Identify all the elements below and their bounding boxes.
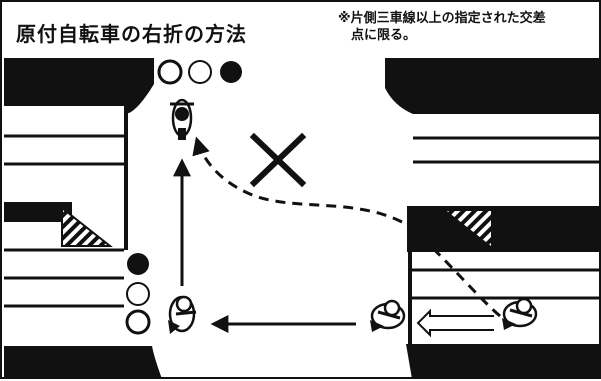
corner-left-mid [4,202,72,222]
note-line-1: ※片側三車線以上の指定された交差 [338,11,546,26]
corner-blocks [4,58,599,379]
island-left [61,205,113,247]
prohibited-x-mark [249,132,307,188]
dashed-wrong-route [192,136,501,318]
moped-rider-approaching [502,297,538,330]
corner-top-left [4,58,154,114]
corner-bottom-right [406,344,599,379]
lane-lines [4,62,599,344]
traffic-light-left [125,253,151,335]
moped-rider-exiting [170,98,194,140]
hollow-arrow [416,308,494,338]
diagram-title: 原付自転車の右折の方法 [16,22,247,46]
traffic-light-top [157,59,242,85]
moped-rider-waiting [370,299,406,332]
note-line-2: 点に限る。 [351,28,417,43]
moped-rider-turning [168,295,197,334]
island-right [441,209,493,251]
corner-bottom-left [4,346,162,379]
corner-right-mid [407,206,599,252]
diagram-note: ※片側三車線以上の指定された交差 点に限る。 [338,10,588,44]
corner-top-right [385,58,599,114]
